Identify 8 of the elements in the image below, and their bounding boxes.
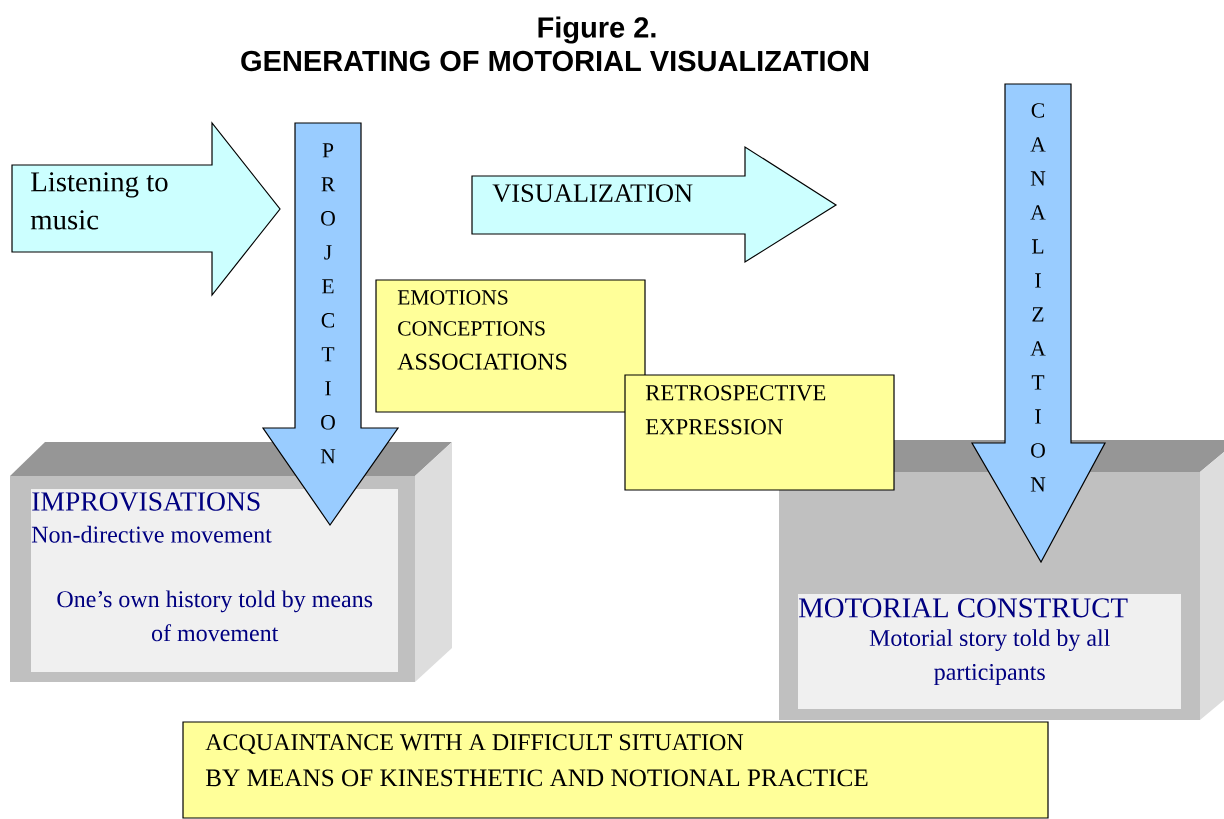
note-box: RETROSPECTIVE EXPRESSION [624, 374, 895, 491]
note-box: EMOTIONS CONCEPTIONS ASSOCIATIONS [375, 279, 646, 413]
pointed-band: CANALIZATION [970, 83, 1106, 564]
note-box: ACQUAINTANCE WITH A DIFFICULT SITUATION BY MEANS OF KINESTHETIC AND NOTIONAL PRACTICE [182, 721, 1049, 819]
pointed-band: Listening to music [11, 121, 281, 297]
figure-number: Figure 2. [538, 16, 656, 44]
pointed-band: VISUALIZATION [471, 145, 838, 264]
figure-title: GENERATING OF MOTORIAL VISUALIZATION [241, 50, 869, 72]
